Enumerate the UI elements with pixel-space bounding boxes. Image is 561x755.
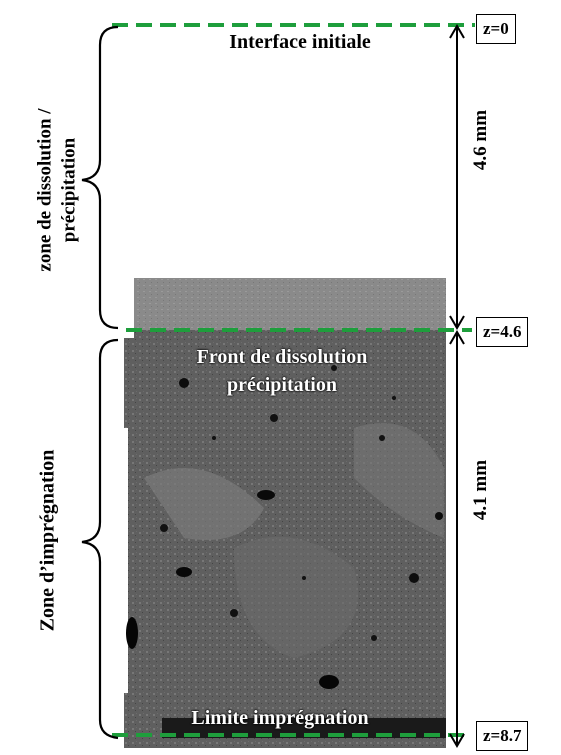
dim-top-label: 4.6 mm — [470, 109, 491, 171]
front-label-line2: précipitation — [227, 374, 337, 396]
interface-label: Interface initiale — [229, 31, 371, 53]
dissolution-zone-line2: précipitation — [59, 137, 80, 243]
sem-micrograph — [124, 278, 446, 748]
z87-box: z=8.7 — [476, 721, 529, 751]
z46-box: z=4.6 — [476, 317, 529, 347]
impregnation-zone-brace — [81, 338, 119, 740]
limit-label: Limite imprégnation — [191, 707, 369, 729]
dissolution-zone-brace — [81, 25, 119, 330]
dissolution-zone-label: zone de dissolution / précipitation — [12, 70, 104, 310]
dissolution-zone-line1: zone de dissolution / — [35, 108, 56, 272]
impregnation-zone-label: Zone d’imprégnation — [36, 449, 59, 631]
dim-bottom-label: 4.1 mm — [470, 459, 491, 521]
z0-box: z=0 — [476, 14, 516, 44]
front-label-line1: Front de dissolution — [196, 346, 368, 368]
front-label: Front de dissolution précipitation — [142, 343, 422, 399]
